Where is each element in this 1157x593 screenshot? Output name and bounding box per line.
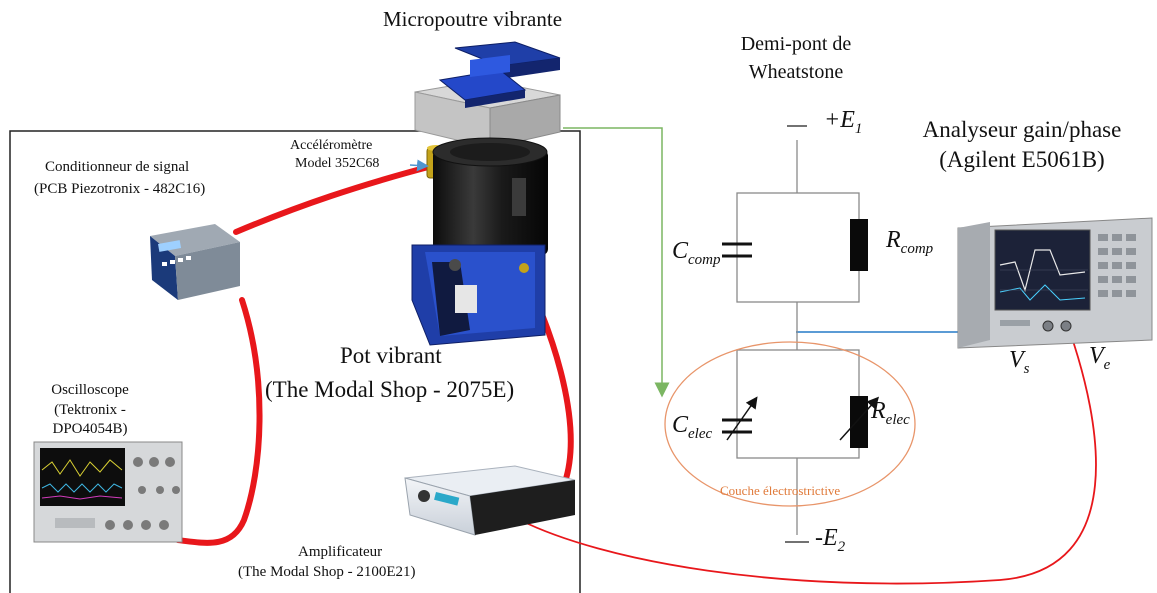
oscillo-label-2: (Tektronix - [54,402,126,418]
wheatstone-circuit [736,125,860,543]
symbol-E1: +E1 [824,107,863,137]
symbol-Ccomp: Ccomp [672,238,721,268]
shaker-image [411,137,548,346]
capacitor-elec [722,418,752,434]
oscillo-label-3: DPO4054B) [52,421,128,437]
pot-label-1: Pot vibrant [340,343,442,368]
conditionneur-label-1: Conditionneur de signal [45,159,190,175]
demipont-label-2: Wheatstone [748,61,844,83]
cable-amplifier-analyzer [519,331,1097,585]
green-link [563,127,670,398]
cable-conditioner-oscilloscope [175,297,263,546]
symbol-Celec: Celec [672,412,713,442]
symbol-Vs: Vs [1009,347,1030,377]
symbol-Relec: Relec [871,398,910,428]
couche-label: Couche électrostrictive [720,483,841,498]
ampli-label-2: (The Modal Shop - 2100E21) [238,564,416,580]
symbol-Ve: Ve [1089,343,1111,373]
analyzer-image [957,217,1153,349]
micropoutre-image [414,41,561,149]
oscillo-label-1: Oscilloscope [51,382,129,398]
capacitor-comp [722,242,752,258]
capacitor-elec-arrow [726,396,758,441]
resistor-elec-arrow [839,396,880,441]
resistor-comp [850,219,868,271]
accelerometer-arrow [409,159,429,172]
ampli-label-1: Amplificateur [298,544,383,560]
demipont-label-1: Demi-pont de [740,33,852,55]
cable-conditioner-accelerometer [233,163,435,235]
resistor-elec [850,396,868,448]
symbol-E2: -E2 [815,525,846,555]
bench-frame [9,130,581,593]
pot-label-2: (The Modal Shop - 2075E) [265,377,515,402]
analyseur-label-2: (Agilent E5061B) [939,147,1105,172]
micropoutre-label: Micropoutre vibrante [383,7,563,31]
accelerometre-label-2: Model 352C68 [295,156,380,171]
oscilloscope-image [33,441,183,543]
analyseur-label-1: Analyseur gain/phase [922,117,1122,142]
accelerometre-label-1: Accéléromètre [290,138,373,153]
amplifier-image [404,465,576,536]
conditioner-image [150,224,240,300]
conditionneur-label-2: (PCB Piezotronix - 482C16) [34,181,206,197]
symbol-Rcomp: Rcomp [886,227,934,257]
couche-ellipse [664,341,916,507]
